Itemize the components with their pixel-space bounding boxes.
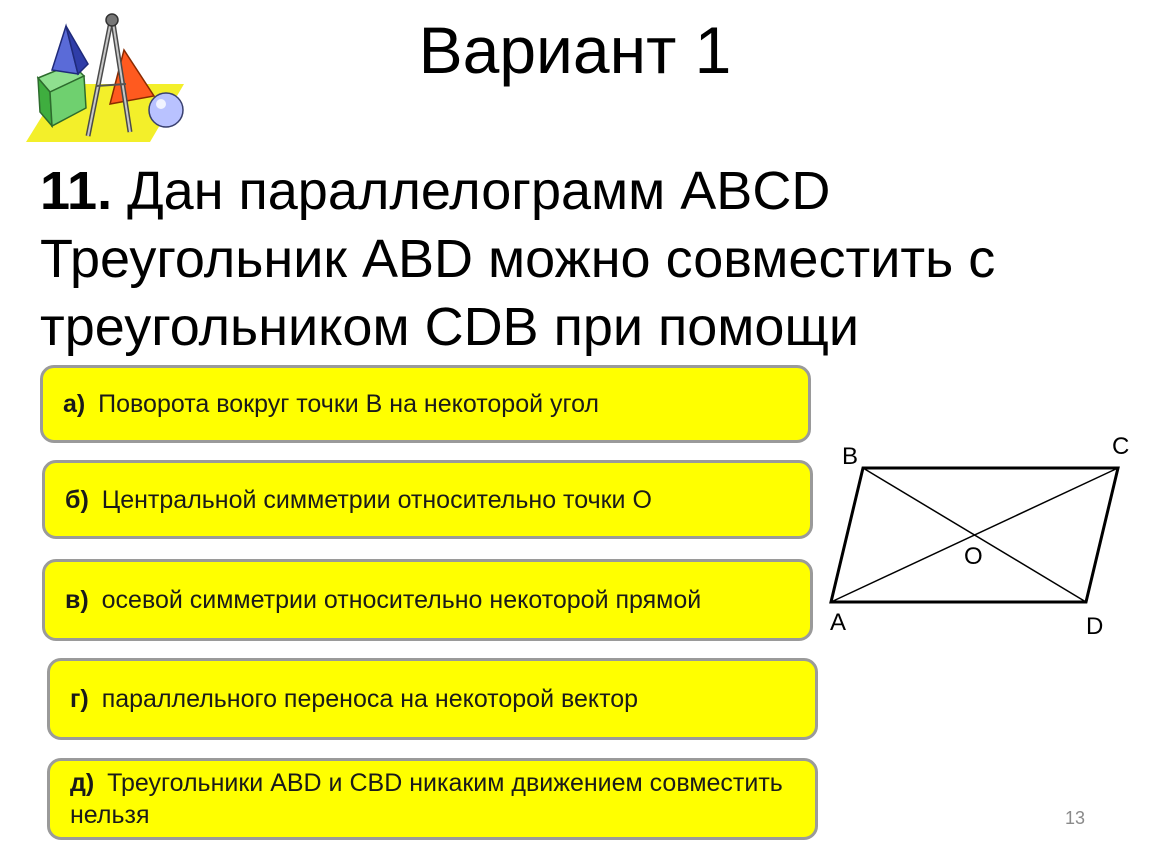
diagonal-ac [830,467,1119,603]
option-letter: г) [70,685,89,713]
vertex-label-a: A [830,609,846,636]
geometry-clipart-icon [26,13,184,142]
option-letter: д) [70,769,95,797]
question-body: Дан параллелограмм ABCD Треугольник ABD … [40,161,996,357]
center-label-o: O [964,543,983,570]
vertex-label-d: D [1086,613,1103,640]
answer-option-e[interactable]: д) Треугольники ABD и CBD никаким движен… [47,758,818,840]
option-text: Треугольники ABD и CBD никаким движением… [70,769,783,829]
answer-option-a[interactable]: а) Поворота вокруг точки В на некоторой … [40,365,811,443]
option-text: Поворота вокруг точки В на некоторой уго… [91,390,600,418]
option-text: осевой симметрии относительно некоторой … [94,586,702,614]
option-letter: а) [63,390,86,418]
question-number: 11. [40,161,113,221]
parallelogram-figure: B C A D O [829,433,1129,640]
page-number: 13 [1064,808,1086,828]
question-text: 11. Дан параллелограмм ABCD Треугольник … [40,157,1120,361]
option-letter: в) [65,586,89,614]
answer-option-b[interactable]: б) Центральной симметрии относительно то… [42,460,813,539]
option-text: параллельного переноса на некоторой вект… [94,685,639,713]
option-letter: б) [65,485,89,514]
vertex-label-b: B [842,443,858,470]
answer-option-c[interactable]: в) осевой симметрии относительно некотор… [42,559,813,641]
slide-title: Вариант 1 [418,13,732,87]
vertex-label-c: C [1112,433,1129,460]
answer-option-d[interactable]: г) параллельного переноса на некоторой в… [47,658,818,740]
option-text: Центральной симметрии относительно точки… [94,485,652,514]
